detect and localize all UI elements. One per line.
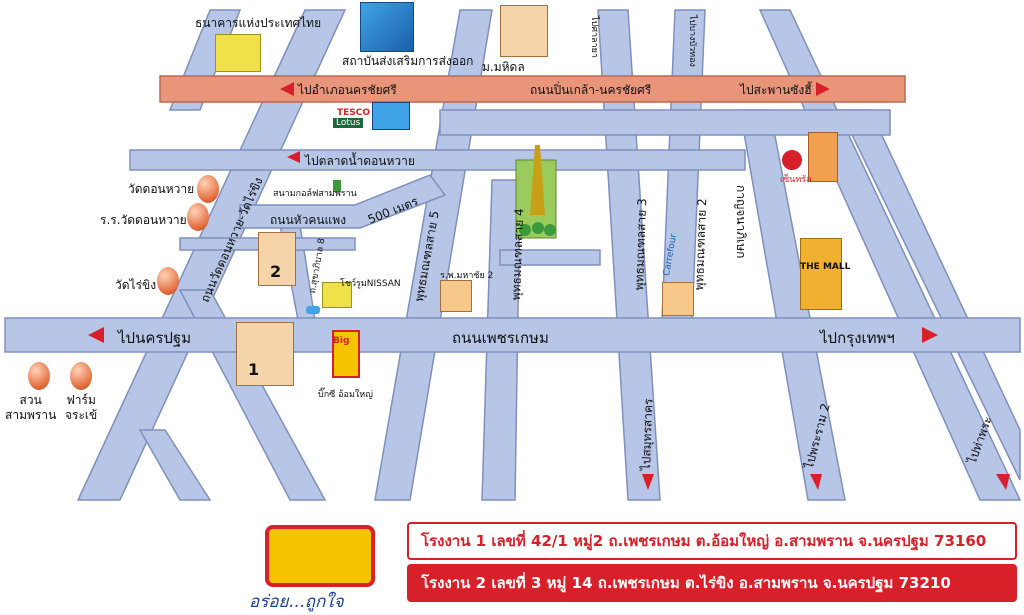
brand-logo-mark-icon [265,525,375,587]
highway-band [159,75,906,103]
car-icon [306,306,320,314]
export-institute-building-icon [360,2,414,52]
label-highway: ถนนปิ่นเกล้า-นครชัยศรี [530,83,652,97]
label-school-donwai: ร.ร.วัดดอนหวาย [100,213,187,227]
lotus-building-icon [372,102,410,130]
label-putt2: พุทธมณฑลสาย 2 [691,198,710,291]
factory2-address: โรงงาน 2 เลขที่ 3 หมู่ 14 ถ.เพชรเกษม ต.ไ… [407,564,1017,602]
label-to-salaya: ไปศาลายา [589,16,599,58]
farm-jorakhe-marker-icon [70,362,92,390]
hospital-building-icon [440,280,472,312]
label-tesco: TESCO [337,108,371,118]
label-highway-right: ไปสะพานซังฮี้ [740,83,812,97]
carrefour-building-icon [662,282,694,316]
road-top-right-h [439,109,891,136]
label-the-mall: THE MALL [800,262,851,272]
label-export-inst: สถาบันส่งเสริมการส่งออก [342,54,474,68]
golf-flag-icon [333,180,341,192]
label-kanchana: กาญจนาภิเษก [734,185,748,259]
central-building-icon [808,132,838,182]
label-floating-market: ไปตลาดน้ำดอนหวาย [305,154,415,168]
label-factory1-number: 1 [248,360,260,379]
label-wat-donwai: วัดดอนหวาย [128,182,195,196]
label-lotus: Lotus [333,118,364,128]
label-mahidol: ม.มหิดล [482,60,525,74]
label-suan-sampran: สวน สามพราน [5,393,57,422]
suan-sampran-marker-icon [28,362,50,390]
label-bank: ธนาคารแห่งประเทศไทย [195,16,322,30]
label-putt3: พุทธมณฑลสาย 3 [631,198,650,291]
central-logo-icon [782,150,802,170]
buddha-statue [530,145,545,215]
bigc-sign-icon [332,330,360,378]
nissan-building-icon [322,282,352,308]
factory1-address: โรงงาน 1 เลขที่ 42/1 หมู่2 ถ.เพชรเกษม ต.… [407,522,1017,560]
label-petchkasem: ถนนเพชรเกษม [452,329,549,347]
factory2-building-icon [258,232,296,286]
factory1-building-icon [236,322,294,386]
label-putt4: พุทธมณฑลสาย 4 [508,208,527,301]
label-bigc-logo: Big [333,336,350,346]
the-mall-building-icon [800,238,842,310]
label-main-left: ไปนครปฐม [118,329,192,347]
label-main-right: ไปกรุงเทพฯ [820,329,895,347]
label-to-bangbuathong: ไปบางบัวทอง [687,15,697,67]
road-putt-box [499,249,601,266]
label-central: เซ็นทรัล [780,175,812,185]
road-floating-market [129,149,746,171]
brand-slogan: อร่อย...ถูกใจ [249,592,344,612]
road-huakhonphaeng [239,174,447,229]
wat-donwai-marker-icon [197,175,219,203]
label-golf: สนามกอล์ฟสามพราน [273,189,357,199]
school-donwai-marker-icon [187,203,209,231]
mahidol-building-icon [500,5,548,57]
label-hospital: ร.พ.มหาชัย 2 [440,271,494,281]
road-far-lower [138,429,212,501]
direction-arrows [88,82,1010,490]
label-bigc: บิ๊กซี อ้อมใหญ่ [318,390,373,400]
bank-building-icon [215,34,261,72]
label-farm-jorakhe: ฟาร์ม จระเข้ [65,393,98,422]
label-wat-raikhing: วัดไร่ขิง [115,278,157,292]
label-huakhonphaeng: ถนนหัวคนแพง [270,213,347,227]
label-to-samutsakhon: ไปสมุทรสาคร [638,398,656,471]
label-nissan: โชว์รูมNISSAN [340,279,401,289]
label-highway-left: ไปอำเภอนครชัยศรี [298,83,397,97]
wat-raikhing-marker-icon [157,267,179,295]
label-factory2-number: 2 [270,262,282,281]
brand-logo: อร่อย...ถูกใจ [245,520,395,612]
